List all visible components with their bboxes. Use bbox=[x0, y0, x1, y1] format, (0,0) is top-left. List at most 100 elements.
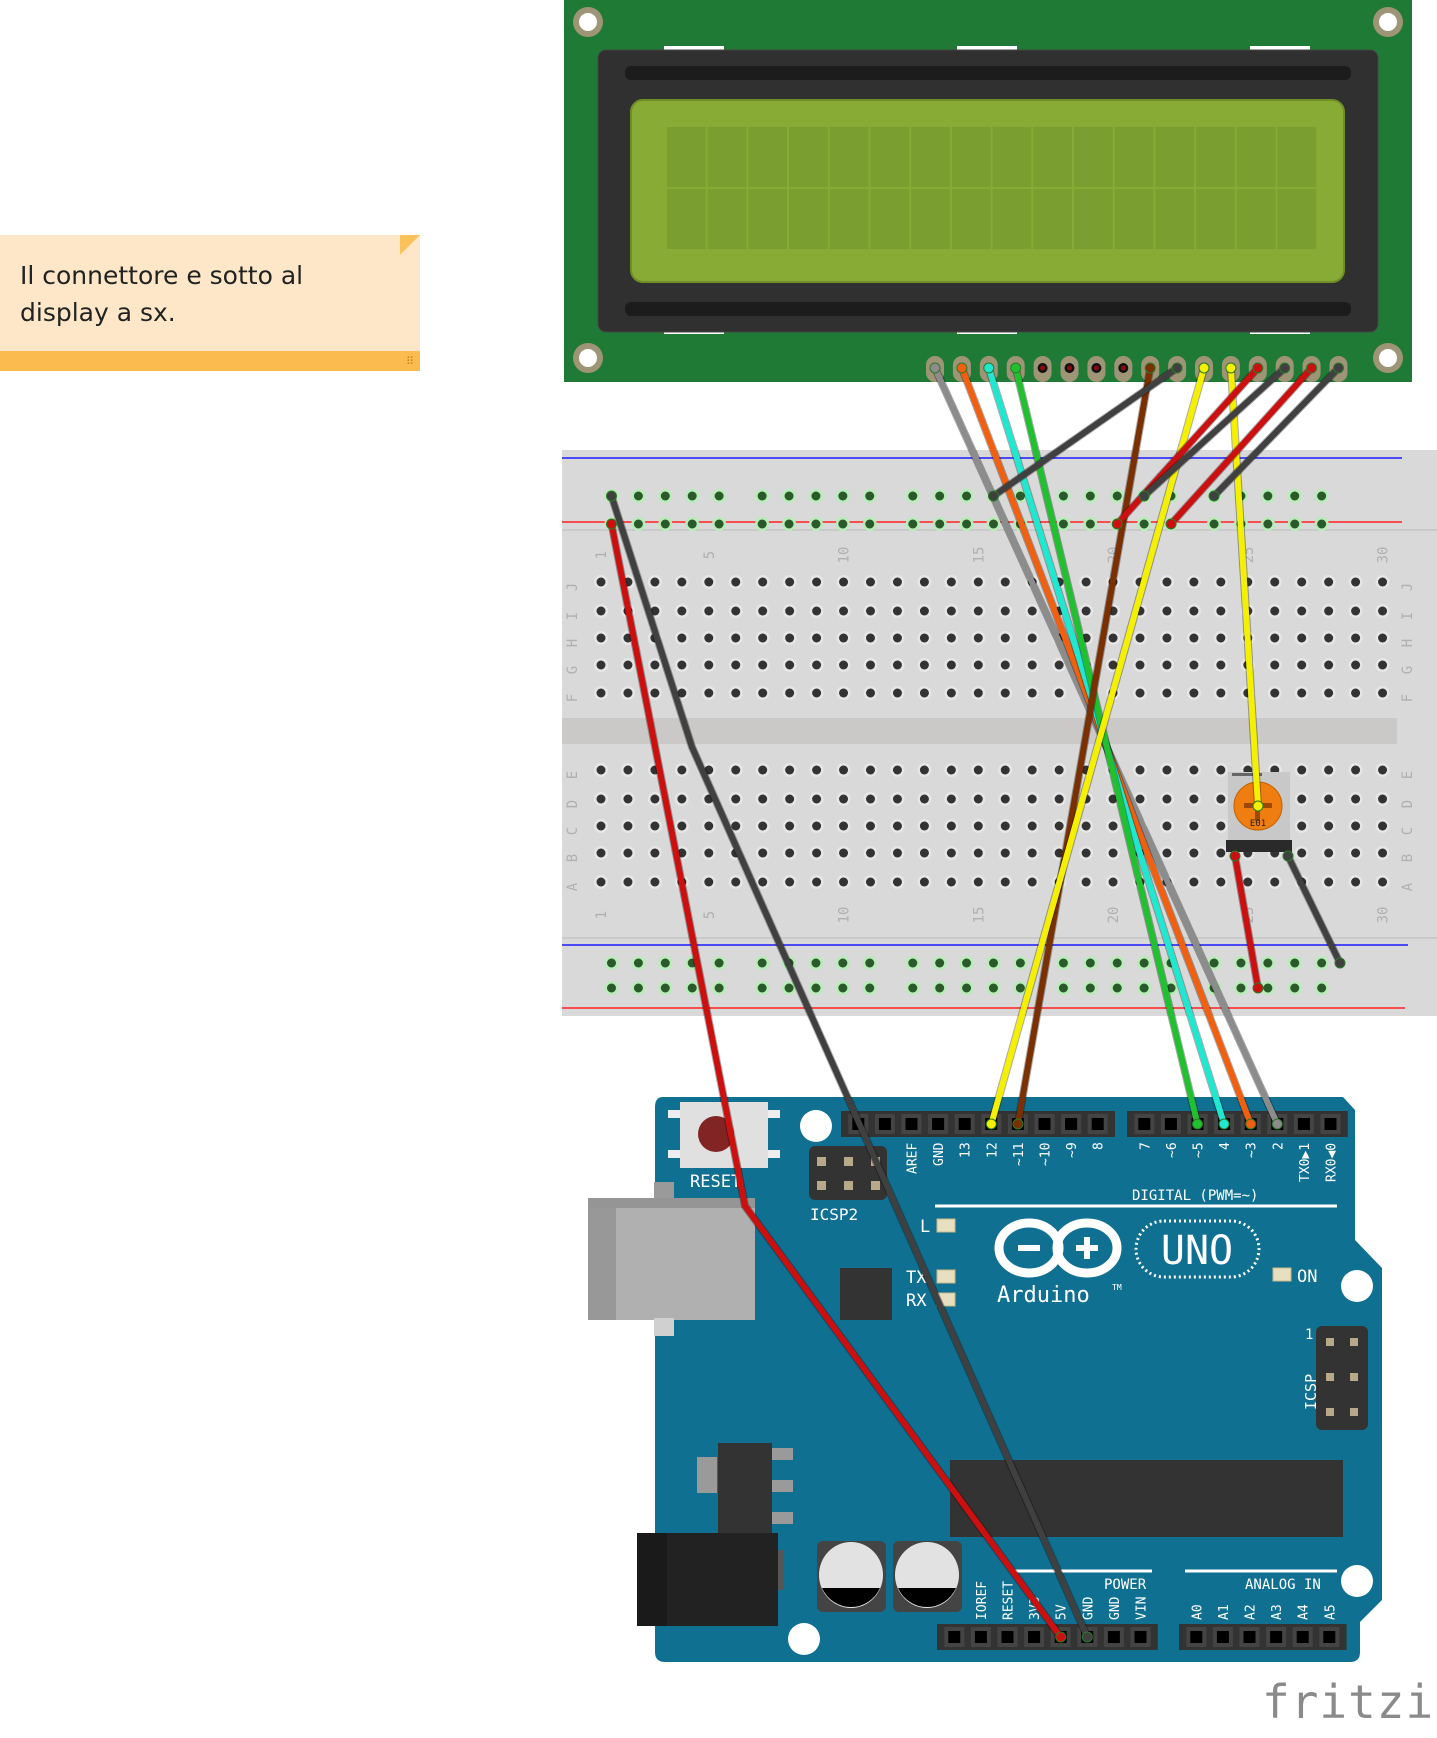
rail-hole[interactable] bbox=[757, 491, 767, 501]
bb-hole[interactable] bbox=[1378, 765, 1388, 775]
bb-hole[interactable] bbox=[1243, 877, 1253, 887]
bb-hole[interactable] bbox=[866, 688, 875, 698]
bb-hole[interactable] bbox=[623, 688, 633, 698]
bb-hole[interactable] bbox=[1351, 577, 1361, 587]
wire-endpoint[interactable] bbox=[1306, 362, 1318, 374]
bb-hole[interactable] bbox=[1189, 821, 1199, 831]
bb-hole[interactable] bbox=[677, 633, 687, 643]
rail-hole[interactable] bbox=[1290, 983, 1300, 993]
wire-endpoint[interactable] bbox=[956, 362, 968, 374]
rail-hole[interactable] bbox=[935, 519, 945, 529]
digital-right-pin[interactable] bbox=[1138, 1118, 1151, 1130]
bb-hole[interactable] bbox=[812, 765, 822, 775]
digital-right-pin[interactable] bbox=[1164, 1118, 1177, 1130]
rail-hole[interactable] bbox=[962, 958, 972, 968]
bb-hole[interactable] bbox=[1000, 794, 1010, 804]
bb-hole[interactable] bbox=[623, 633, 633, 643]
bb-hole[interactable] bbox=[812, 794, 822, 804]
bb-hole[interactable] bbox=[1108, 848, 1118, 858]
analog-pin[interactable] bbox=[1323, 1631, 1336, 1643]
wire-endpoint[interactable] bbox=[1252, 800, 1264, 812]
wire-lcd-vss-gnd2[interactable] bbox=[1141, 365, 1288, 499]
bb-hole[interactable] bbox=[1081, 821, 1091, 831]
wire-rail-5v-arduino[interactable] bbox=[608, 521, 1064, 1640]
wire-endpoint[interactable] bbox=[606, 490, 617, 502]
bb-hole[interactable] bbox=[1189, 660, 1199, 670]
bb-hole[interactable] bbox=[946, 660, 956, 670]
bb-hole[interactable] bbox=[866, 877, 875, 887]
bb-hole[interactable] bbox=[892, 821, 902, 831]
rail-hole[interactable] bbox=[687, 491, 697, 501]
digital-left-pin[interactable] bbox=[1091, 1118, 1104, 1130]
bb-hole[interactable] bbox=[1135, 794, 1145, 804]
wire-endpoint[interactable] bbox=[1055, 1631, 1067, 1643]
digital-left-pin[interactable] bbox=[1038, 1118, 1051, 1130]
bb-hole[interactable] bbox=[1351, 848, 1361, 858]
bb-hole[interactable] bbox=[1351, 688, 1361, 698]
bb-hole[interactable] bbox=[1000, 877, 1010, 887]
bb-hole[interactable] bbox=[1135, 765, 1145, 775]
bb-hole[interactable] bbox=[1351, 794, 1361, 804]
rail-hole[interactable] bbox=[962, 519, 972, 529]
rail-hole[interactable] bbox=[1317, 491, 1327, 501]
rail-hole[interactable] bbox=[1317, 958, 1327, 968]
bb-hole[interactable] bbox=[1189, 688, 1199, 698]
digital-left-pin[interactable] bbox=[905, 1118, 918, 1130]
rail-hole[interactable] bbox=[633, 983, 643, 993]
bb-hole[interactable] bbox=[839, 821, 849, 831]
bb-hole[interactable] bbox=[1135, 660, 1145, 670]
bb-hole[interactable] bbox=[1297, 765, 1307, 775]
bb-hole[interactable] bbox=[1297, 633, 1307, 643]
rail-hole[interactable] bbox=[757, 519, 767, 529]
bb-hole[interactable] bbox=[919, 633, 929, 643]
rail-hole[interactable] bbox=[838, 958, 848, 968]
bb-hole[interactable] bbox=[731, 606, 741, 616]
bb-hole[interactable] bbox=[596, 688, 606, 698]
bb-hole[interactable] bbox=[1135, 633, 1145, 643]
bb-hole[interactable] bbox=[1027, 633, 1037, 643]
bb-hole[interactable] bbox=[650, 877, 660, 887]
rail-hole[interactable] bbox=[1085, 491, 1095, 501]
bb-hole[interactable] bbox=[1216, 765, 1226, 775]
bb-hole[interactable] bbox=[1054, 821, 1064, 831]
bb-hole[interactable] bbox=[650, 577, 660, 587]
rail-hole[interactable] bbox=[1015, 958, 1025, 968]
bb-hole[interactable] bbox=[839, 577, 849, 587]
bb-hole[interactable] bbox=[623, 660, 633, 670]
wire-pot-gnd[interactable] bbox=[1285, 853, 1343, 966]
bb-hole[interactable] bbox=[677, 765, 687, 775]
rail-hole[interactable] bbox=[962, 491, 972, 501]
rail-hole[interactable] bbox=[811, 983, 821, 993]
wire-endpoint[interactable] bbox=[1225, 362, 1237, 374]
bb-hole[interactable] bbox=[785, 606, 795, 616]
wire-endpoint[interactable] bbox=[1171, 362, 1183, 374]
bb-hole[interactable] bbox=[1216, 688, 1226, 698]
rail-hole[interactable] bbox=[1209, 519, 1219, 529]
bb-hole[interactable] bbox=[1324, 633, 1334, 643]
wire-endpoint[interactable] bbox=[1252, 362, 1264, 374]
bb-hole[interactable] bbox=[1081, 877, 1091, 887]
rail-hole[interactable] bbox=[1236, 983, 1246, 993]
rail-hole[interactable] bbox=[660, 519, 670, 529]
bb-hole[interactable] bbox=[1297, 821, 1307, 831]
power-pin[interactable] bbox=[1107, 1631, 1120, 1643]
bb-hole[interactable] bbox=[1081, 848, 1091, 858]
bb-hole[interactable] bbox=[1270, 633, 1280, 643]
bb-hole[interactable] bbox=[866, 848, 875, 858]
bb-hole[interactable] bbox=[866, 821, 875, 831]
resize-grip-icon[interactable]: ⠿ bbox=[405, 355, 414, 368]
bb-hole[interactable] bbox=[731, 660, 741, 670]
bb-hole[interactable] bbox=[704, 765, 714, 775]
rail-hole[interactable] bbox=[1263, 958, 1273, 968]
bb-hole[interactable] bbox=[839, 765, 849, 775]
bb-hole[interactable] bbox=[946, 606, 956, 616]
bb-hole[interactable] bbox=[785, 688, 795, 698]
bb-hole[interactable] bbox=[1162, 848, 1172, 858]
bb-hole[interactable] bbox=[623, 848, 633, 858]
rail-hole[interactable] bbox=[908, 958, 918, 968]
bb-hole[interactable] bbox=[1270, 606, 1280, 616]
wire-endpoint[interactable] bbox=[987, 490, 999, 502]
bb-hole[interactable] bbox=[1378, 688, 1388, 698]
rail-hole[interactable] bbox=[1058, 491, 1068, 501]
analog-pin[interactable] bbox=[1190, 1631, 1203, 1643]
